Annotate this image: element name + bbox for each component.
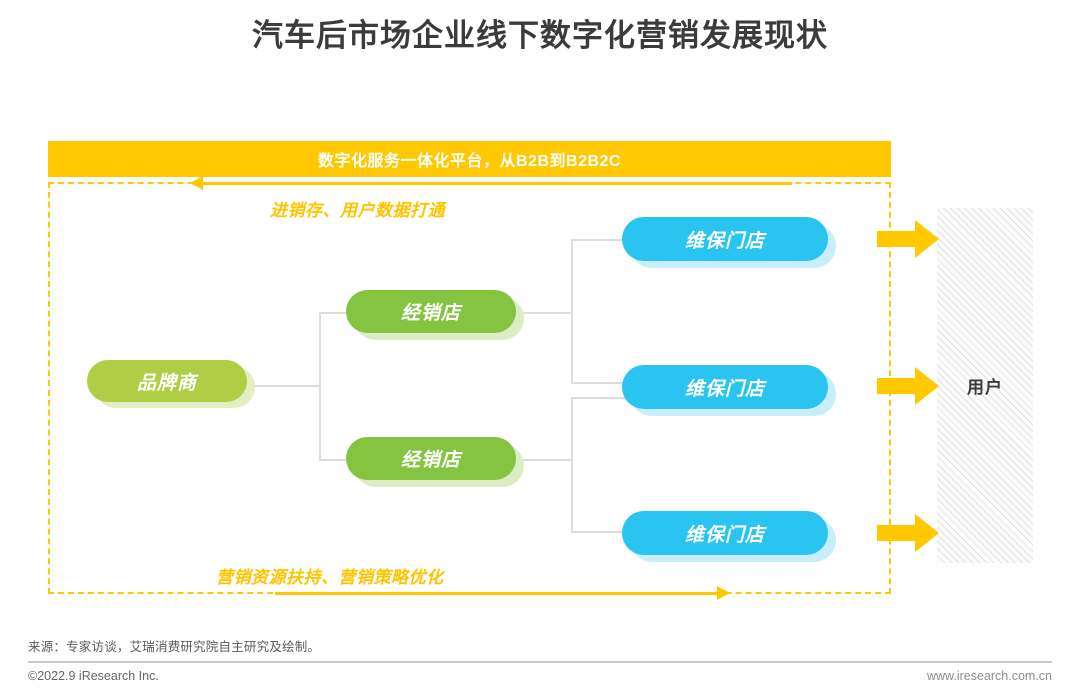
connector-shop-trunk-2-vertical bbox=[571, 397, 573, 532]
node-dealer-2[interactable]: 经销店 bbox=[346, 437, 516, 480]
node-shop-3[interactable]: 维保门店 bbox=[622, 511, 828, 555]
connector-dealer-trunk-vertical bbox=[319, 312, 321, 460]
node-shop-2-label: 维保门店 bbox=[684, 378, 765, 400]
platform-banner: 数字化服务一体化平台，从B2B到B2B2C bbox=[48, 141, 891, 177]
node-dealer-1[interactable]: 经销店 bbox=[346, 290, 516, 333]
connector-trunk-1-to-shop-1 bbox=[571, 239, 631, 241]
node-shop-1-label: 维保门店 bbox=[684, 230, 765, 252]
connector-shop-trunk-1-vertical bbox=[571, 239, 573, 384]
node-shop-2[interactable]: 维保门店 bbox=[622, 365, 828, 409]
connector-trunk-2-to-shop-3 bbox=[571, 531, 631, 533]
connector-trunk-1-to-shop-2 bbox=[571, 382, 631, 384]
connector-brand-to-trunk bbox=[248, 385, 320, 387]
footer-divider bbox=[28, 661, 1052, 663]
block-arrow-to-users-2-icon bbox=[877, 367, 939, 405]
platform-banner-label: 数字化服务一体化平台，从B2B到B2B2C bbox=[318, 153, 621, 170]
connector-trunk-to-dealer-1 bbox=[319, 312, 359, 314]
node-dealer-2-label: 经销店 bbox=[400, 450, 461, 471]
block-arrow-to-users-3-icon bbox=[877, 514, 939, 552]
block-arrow-to-users-1-icon bbox=[877, 220, 939, 258]
node-shop-1[interactable]: 维保门店 bbox=[622, 217, 828, 261]
bottom-flow-arrow-line bbox=[275, 592, 720, 595]
top-flow-arrowhead-left-icon bbox=[190, 176, 203, 190]
copyright-text: ©2022.9 iResearch Inc. bbox=[28, 669, 159, 683]
page-title: 汽车后市场企业线下数字化营销发展现状 bbox=[252, 18, 828, 53]
users-panel-label: 用户 bbox=[967, 378, 1003, 397]
node-dealer-1-label: 经销店 bbox=[400, 303, 461, 324]
node-brand[interactable]: 品牌商 bbox=[87, 360, 247, 402]
source-note: 来源：专家访谈，艾瑞消费研究院自主研究及绘制。 bbox=[28, 640, 321, 654]
bottom-flow-caption: 营销资源扶持、营销策略优化 bbox=[216, 568, 444, 587]
connector-dealer-1-to-trunk bbox=[520, 312, 572, 314]
connector-trunk-2-to-shop-2 bbox=[571, 397, 631, 399]
node-shop-3-label: 维保门店 bbox=[684, 524, 765, 546]
node-brand-label: 品牌商 bbox=[136, 372, 197, 394]
website-url[interactable]: www.iresearch.com.cn bbox=[926, 669, 1052, 683]
top-flow-arrow-line bbox=[200, 182, 792, 185]
connector-dealer-2-to-trunk bbox=[520, 459, 572, 461]
bottom-flow-arrowhead-right-icon bbox=[717, 586, 730, 600]
connector-trunk-to-dealer-2 bbox=[319, 459, 359, 461]
users-panel: 用户 bbox=[937, 208, 1033, 563]
top-flow-caption: 进销存、用户数据打通 bbox=[270, 201, 445, 220]
